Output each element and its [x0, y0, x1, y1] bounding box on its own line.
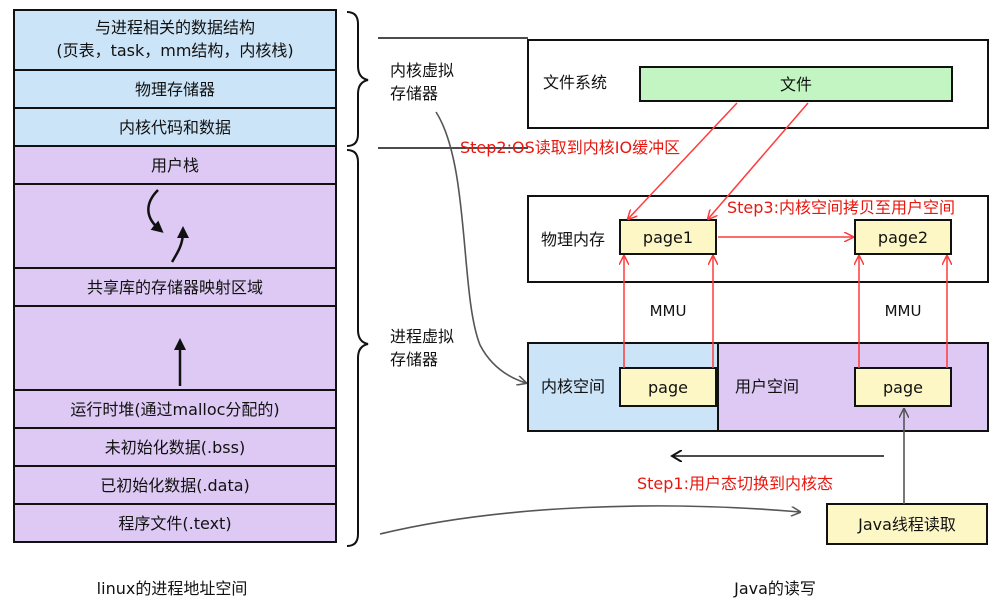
mmu-right-label: MMU [885, 302, 922, 320]
heap-growth-region [13, 305, 337, 391]
mmu-left-label: MMU [650, 302, 687, 320]
physical-memory-box-label: 物理内存 [541, 230, 605, 249]
shared-lib-row [13, 267, 337, 307]
kernel-virtual-line2: 存储器 [390, 84, 438, 103]
kernel-page-label: page [648, 378, 688, 397]
page2-box [854, 219, 952, 255]
kernel-virtual-line1: 内核虚拟 [390, 61, 454, 80]
heap-label: 运行时堆(通过malloc分配的) [70, 400, 279, 419]
bss-label: 未初始化数据(.bss) [105, 438, 245, 457]
shared-lib-label: 共享库的存储器映射区域 [87, 278, 263, 297]
java-read-box [826, 503, 988, 545]
physical-memory-row [13, 69, 337, 109]
text-to-java-curve [379, 505, 800, 535]
file-label: 文件 [780, 75, 812, 94]
filesystem-label: 文件系统 [543, 73, 607, 92]
left-caption: linux的进程地址空间 [97, 579, 248, 598]
kernel-page-box [619, 367, 717, 407]
user-page-box [854, 367, 952, 407]
user-space-label: 用户空间 [735, 377, 799, 396]
java-read-label: Java线程读取 [857, 515, 956, 534]
page1-box [619, 219, 717, 255]
kernel-code-label: 内核代码和数据 [119, 118, 231, 137]
physical-memory-label: 物理存储器 [135, 80, 215, 99]
process-virtual-line1: 进程虚拟 [390, 327, 454, 346]
stack-grow-arrow-icon [147, 189, 164, 233]
kernel-to-kernelspace-curve [435, 111, 526, 383]
user-stack-label: 用户栈 [151, 156, 199, 175]
address-space-stack: 与进程相关的数据结构 (页表，task，mm结构，内核栈) 物理存储器 内核代码… [13, 9, 337, 543]
process-virtual-line2: 存储器 [390, 350, 438, 369]
right-caption: Java的读写 [733, 579, 816, 598]
file-to-page1-arrow-b [708, 102, 809, 219]
file-to-page1-arrow-a [628, 102, 738, 219]
text-row [13, 503, 337, 543]
page2-label: page2 [878, 228, 928, 247]
kernel-structs-row [13, 9, 337, 71]
stack-shrink-arrow-icon [170, 226, 189, 263]
kernel-space-label: 内核空间 [541, 377, 605, 396]
data-label: 已初始化数据(.data) [100, 476, 250, 495]
kernel-structs-line2: (页表，task，mm结构，内核栈) [56, 41, 293, 60]
user-stack-row [13, 145, 337, 185]
step1-label: Step1:用户态切换到内核态 [637, 474, 833, 493]
bss-row [13, 427, 337, 467]
step2-label: Step2:OS读取到内核IO缓冲区 [460, 138, 680, 157]
text-label: 程序文件(.text) [118, 514, 231, 533]
file-box [639, 66, 953, 102]
process-brace [346, 149, 369, 547]
heap-row [13, 389, 337, 429]
step3-label: Step3:内核空间拷贝至用户空间 [727, 198, 955, 217]
kernel-structs-line1: 与进程相关的数据结构 [95, 18, 255, 37]
page1-label: page1 [643, 228, 693, 247]
data-row [13, 465, 337, 505]
kernel-brace [346, 11, 369, 147]
user-page-label: page [883, 378, 923, 397]
